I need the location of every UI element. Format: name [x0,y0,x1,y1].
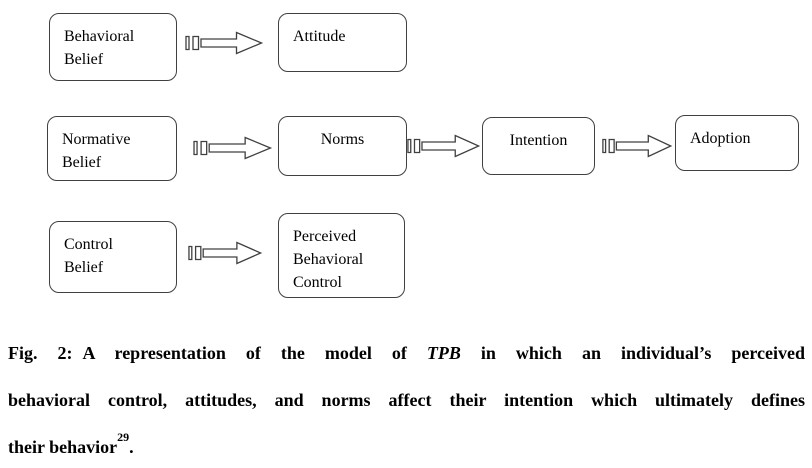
node-label: Behavioral [64,28,135,45]
node-label: Belief [64,259,104,276]
node-label: Belief [64,51,104,68]
node-norms: Norms [278,116,407,176]
node-label: Perceived [293,228,357,245]
caption-text: . [129,437,134,457]
caption-text: A representation of the model of [82,343,427,363]
caption-text: behavioral control, attitudes, and norms… [8,390,805,410]
striped-right-arrow-intention-to-adoption [602,132,673,160]
node-attitude: Attitude [278,13,407,72]
node-perceived-behavioral-control: Perceived Behavioral Control [278,213,405,298]
node-label: Control [293,274,342,291]
node-intention: Intention [482,117,595,175]
node-label: Belief [62,154,102,171]
citation-superscript: 29 [117,429,130,444]
striped-right-arrow-behavioral-to-attitude [185,29,264,57]
node-label: Behavioral [293,251,364,268]
figure-number: Fig. 2: [8,343,73,363]
node-adoption: Adoption [675,115,799,171]
node-normative-belief: Normative Belief [47,116,177,181]
node-label: Intention [509,132,568,149]
node-label: Adoption [690,130,751,147]
caption-text: their behavior [8,437,118,457]
caption-line-2: behavioral control, attitudes, and norms… [8,377,805,424]
caption-line-1: Fig. 2:A representation of the model of … [8,330,805,377]
caption-text: in which an individual’s perceived [460,343,805,363]
node-control-belief: Control Belief [49,221,177,293]
figure-caption: Fig. 2:A representation of the model of … [8,330,805,468]
node-behavioral-belief: Behavioral Belief [49,13,177,81]
striped-right-arrow-norms-to-intention [407,132,481,160]
node-label: Attitude [293,28,346,45]
node-label: Normative [62,131,131,148]
caption-italic-tpb: TPB [426,343,461,363]
caption-line-3: their behavior29. [8,424,805,468]
striped-right-arrow-control-to-pbc [188,239,263,267]
node-label: Norms [320,131,365,148]
striped-right-arrow-normative-to-norms [193,134,273,162]
node-label: Control [64,236,113,253]
